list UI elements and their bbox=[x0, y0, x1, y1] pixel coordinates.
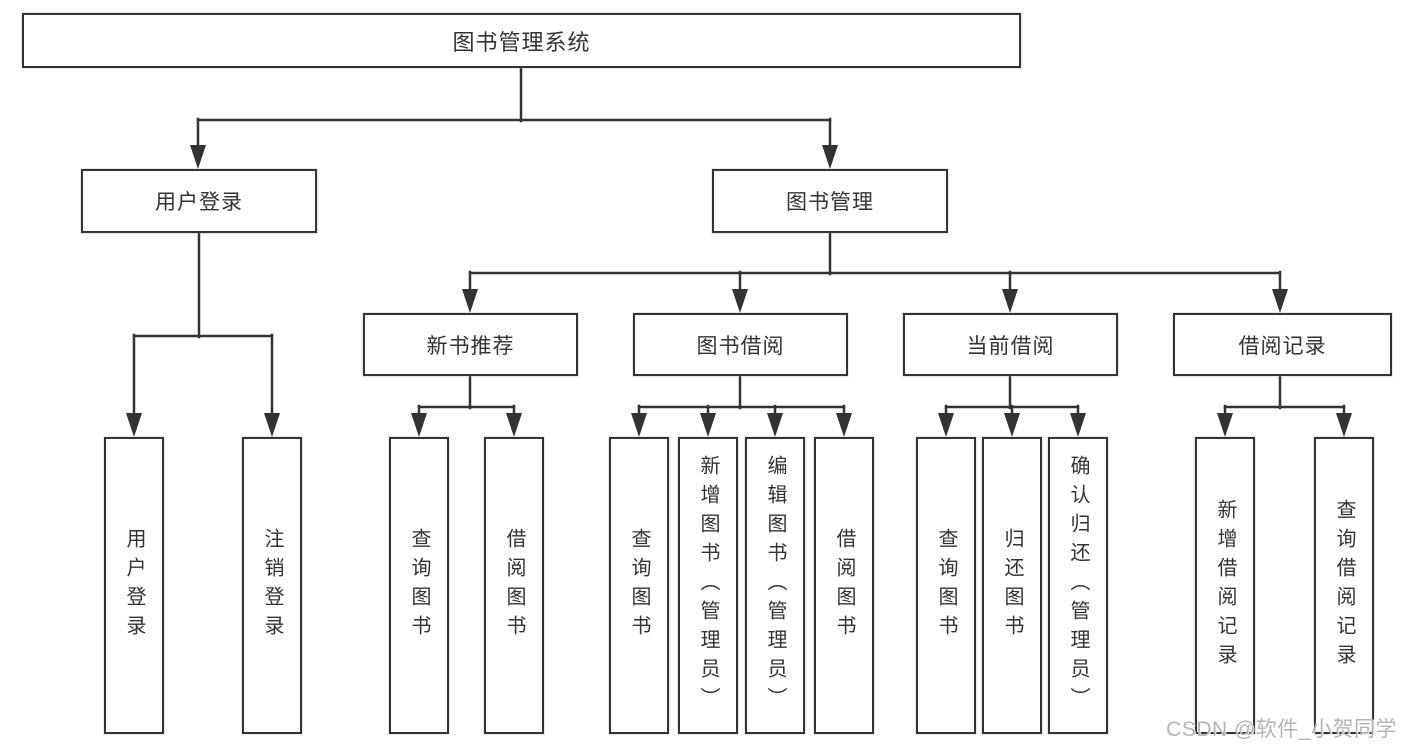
leaf-borrowing-query-books-label: 查询图书 bbox=[628, 527, 650, 644]
leaf-borrowing-borrow-books: 借阅图书 bbox=[814, 437, 874, 734]
node-user-login: 用户登录 bbox=[81, 169, 317, 233]
leaf-borrowing-borrow-books-label: 借阅图书 bbox=[833, 527, 855, 644]
leaf-recommend-query-books-label: 查询图书 bbox=[408, 527, 430, 644]
node-book-management: 图书管理 bbox=[712, 169, 948, 233]
leaf-logout-label: 注销登录 bbox=[261, 527, 283, 644]
leaf-current-return-books-label: 归还图书 bbox=[1001, 527, 1023, 644]
leaf-records-add-record: 新增借阅记录 bbox=[1195, 437, 1255, 734]
leaf-user-login: 用户登录 bbox=[104, 437, 164, 734]
leaf-records-query-record-label: 查询借阅记录 bbox=[1333, 498, 1355, 673]
node-borrowing-records: 借阅记录 bbox=[1173, 313, 1392, 376]
node-library-system: 图书管理系统 bbox=[22, 13, 1021, 68]
leaf-recommend-borrow-books: 借阅图书 bbox=[484, 437, 544, 734]
leaf-recommend-borrow-books-label: 借阅图书 bbox=[503, 527, 525, 644]
leaf-current-return-books: 归还图书 bbox=[982, 437, 1042, 734]
leaf-current-query-books: 查询图书 bbox=[916, 437, 976, 734]
leaf-current-confirm-return-admin-label: 确认归还（管理员） bbox=[1067, 455, 1089, 716]
leaf-borrowing-edit-books-admin: 编辑图书（管理员） bbox=[745, 437, 805, 734]
leaf-recommend-query-books: 查询图书 bbox=[389, 437, 449, 734]
leaf-records-add-record-label: 新增借阅记录 bbox=[1214, 498, 1236, 673]
leaf-borrowing-edit-books-admin-label: 编辑图书（管理员） bbox=[764, 455, 786, 716]
node-current-borrowing: 当前借阅 bbox=[903, 313, 1118, 376]
leaf-borrowing-query-books: 查询图书 bbox=[609, 437, 669, 734]
leaf-borrowing-add-books-admin: 新增图书（管理员） bbox=[678, 437, 738, 734]
node-new-book-recommendation: 新书推荐 bbox=[363, 313, 578, 376]
leaf-borrowing-add-books-admin-label: 新增图书（管理员） bbox=[697, 455, 719, 716]
leaf-current-confirm-return-admin: 确认归还（管理员） bbox=[1048, 437, 1108, 734]
watermark: CSDN @软件_小贺同学 bbox=[1166, 718, 1397, 741]
leaf-logout: 注销登录 bbox=[242, 437, 302, 734]
leaf-records-query-record: 查询借阅记录 bbox=[1314, 437, 1374, 734]
node-book-borrowing: 图书借阅 bbox=[633, 313, 848, 376]
leaf-current-query-books-label: 查询图书 bbox=[935, 527, 957, 644]
leaf-user-login-label: 用户登录 bbox=[123, 527, 145, 644]
